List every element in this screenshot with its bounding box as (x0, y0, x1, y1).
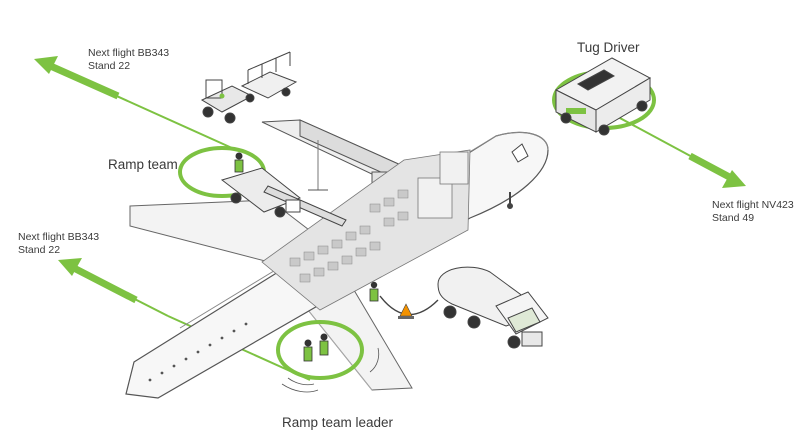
baggage-tractor (200, 51, 298, 124)
airplane (125, 131, 549, 399)
radio-waves-icon (281, 347, 380, 393)
cabin-windows (148, 322, 248, 382)
label-tug-driver: Tug Driver (577, 40, 640, 55)
next-flight-right-line2: Stand 49 (712, 211, 755, 224)
ramp-leader-highlight (276, 320, 364, 380)
arrow-next-flight-right (604, 109, 746, 188)
arrow-next-flight-top (34, 56, 233, 149)
label-ramp-team: Ramp team (108, 157, 178, 172)
passenger-seats (289, 189, 409, 283)
ramp-leader-workers-icon (303, 333, 329, 362)
label-next-flight-right: Next flight NV423 Stand 49 (712, 199, 794, 224)
label-next-flight-left: Next flight BB343 Stand 22 (18, 231, 99, 256)
label-next-flight-top: Next flight BB343 Stand 22 (88, 47, 169, 72)
fuel-worker-icon (369, 281, 379, 302)
fuel-truck (379, 266, 549, 349)
label-ramp-team-leader: Ramp team leader (282, 415, 394, 430)
arrow-next-flight-left (58, 258, 169, 317)
belt-loader (220, 167, 347, 227)
next-flight-right-line1: Next flight NV423 (712, 199, 794, 211)
ramp-worker-icon (234, 152, 244, 173)
traffic-cone-icon (398, 303, 414, 319)
tug-vehicle (554, 57, 652, 136)
next-flight-left-line1: Next flight BB343 (18, 231, 100, 243)
next-flight-top-line1: Next flight BB343 (88, 47, 170, 59)
next-flight-top-line2: Stand 22 (88, 59, 131, 72)
next-flight-left-line2: Stand 22 (18, 243, 61, 256)
